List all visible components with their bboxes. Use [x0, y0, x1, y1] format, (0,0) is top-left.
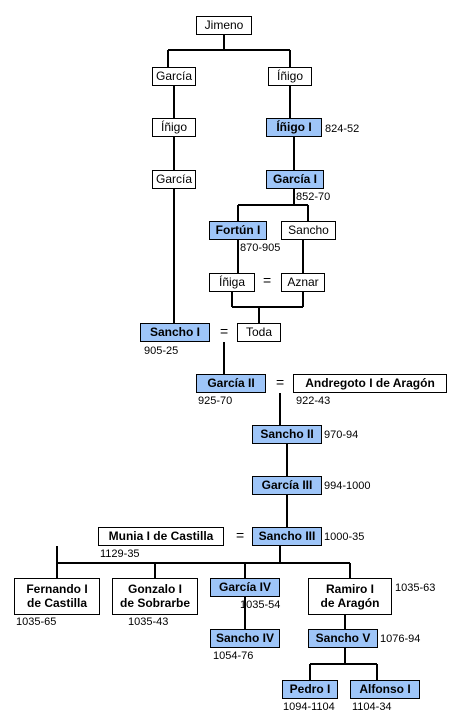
- person-name: Jimeno: [204, 17, 244, 32]
- person-node-sancho-i: Sancho I: [140, 323, 210, 342]
- reign-dates: 925-70: [198, 395, 233, 407]
- person-node-andregoto: Andregoto I de Aragón: [293, 374, 447, 393]
- person-node-garcia-ii: García II: [196, 374, 266, 393]
- person-node-gonzalo: Gonzalo I de Sobrarbe: [112, 578, 198, 615]
- person-node-jimeno: Jimeno: [196, 16, 252, 35]
- person-node-garcia-a: García: [152, 67, 196, 86]
- reign-dates: 994-1000: [324, 480, 371, 492]
- marriage-sign: =: [220, 323, 229, 339]
- person-node-fortun-i: Fortún I: [209, 221, 267, 240]
- person-node-inigo-b: Íñigo: [152, 118, 196, 137]
- person-name: Toda: [245, 324, 273, 339]
- person-node-aznar: Aznar: [281, 273, 325, 292]
- person-name: Sancho: [288, 222, 329, 237]
- person-name: Aznar: [287, 274, 319, 289]
- person-node-munia: Munia I de Castilla: [98, 527, 224, 546]
- reign-dates: 1076-94: [380, 633, 421, 645]
- person-name: García II: [207, 375, 255, 390]
- marriage-sign: =: [276, 374, 285, 390]
- person-name: Íñiga: [218, 274, 246, 289]
- person-node-sancho-iv: Sancho IV: [210, 629, 280, 648]
- person-name: Íñigo: [160, 119, 188, 134]
- reign-dates: 1094-1104: [283, 701, 335, 713]
- person-node-sancho-ii: Sancho II: [252, 425, 322, 444]
- person-name: Alfonso I: [359, 681, 411, 696]
- person-node-garcia-iii: García III: [252, 476, 322, 495]
- person-name: Fernando I de Castilla: [26, 581, 88, 610]
- person-node-garcia-i: García I: [266, 170, 324, 189]
- reign-dates: 1035-65: [16, 616, 57, 628]
- person-node-sancho-iii: Sancho III: [252, 527, 322, 546]
- person-name: García: [155, 68, 192, 83]
- person-name: Pedro I: [289, 681, 331, 696]
- reign-dates: 824-52: [325, 123, 360, 135]
- person-name: Sancho IV: [215, 630, 274, 645]
- person-node-sancho-v: Sancho V: [308, 629, 378, 648]
- person-node-inigo-i: Íñigo I: [266, 118, 322, 137]
- person-name: Gonzalo I de Sobrarbe: [119, 581, 191, 610]
- reign-dates: 1104-34: [352, 701, 392, 713]
- person-name: Munia I de Castilla: [108, 528, 214, 543]
- reign-dates: 852-70: [296, 191, 331, 203]
- person-node-fernando: Fernando I de Castilla: [14, 578, 100, 615]
- reign-dates: 1000-35: [324, 531, 365, 543]
- person-node-pedro-i: Pedro I: [282, 680, 338, 699]
- person-node-inigo-a: Íñigo: [268, 67, 312, 86]
- reign-dates: 970-94: [324, 429, 359, 441]
- person-node-garcia-b: García: [152, 170, 196, 189]
- person-name: Sancho II: [260, 426, 314, 441]
- person-node-iniga: Íñiga: [209, 273, 255, 292]
- person-name: Sancho V: [315, 630, 371, 645]
- marriage-sign: =: [236, 527, 245, 543]
- reign-dates: 1129-35: [100, 548, 140, 560]
- person-name: Andregoto I de Aragón: [305, 375, 435, 390]
- reign-dates: 1054-76: [213, 650, 254, 662]
- person-node-toda: Toda: [237, 323, 281, 342]
- person-name: Ramiro I de Aragón: [320, 581, 380, 610]
- person-name: Sancho III: [258, 528, 316, 543]
- person-name: Íñigo: [276, 68, 304, 83]
- person-name: Sancho I: [149, 324, 200, 339]
- person-node-sancho-a: Sancho: [281, 221, 336, 240]
- reign-dates: 1035-63: [395, 582, 436, 594]
- person-node-garcia-iv: García IV: [210, 578, 280, 597]
- person-node-ramiro: Ramiro I de Aragón: [308, 578, 392, 615]
- reign-dates: 1035-54: [240, 599, 281, 611]
- person-name: García: [155, 171, 192, 186]
- person-name: Fortún I: [215, 222, 261, 237]
- reign-dates: 922-43: [296, 395, 331, 407]
- person-name: Íñigo I: [276, 119, 312, 134]
- person-name: García III: [261, 477, 313, 492]
- reign-dates: 905-25: [144, 345, 179, 357]
- person-name: García IV: [218, 579, 272, 594]
- marriage-sign: =: [263, 272, 272, 288]
- reign-dates: 870-905: [240, 242, 281, 254]
- reign-dates: 1035-43: [128, 616, 169, 628]
- person-node-alfonso-i: Alfonso I: [350, 680, 420, 699]
- person-name: García I: [272, 171, 318, 186]
